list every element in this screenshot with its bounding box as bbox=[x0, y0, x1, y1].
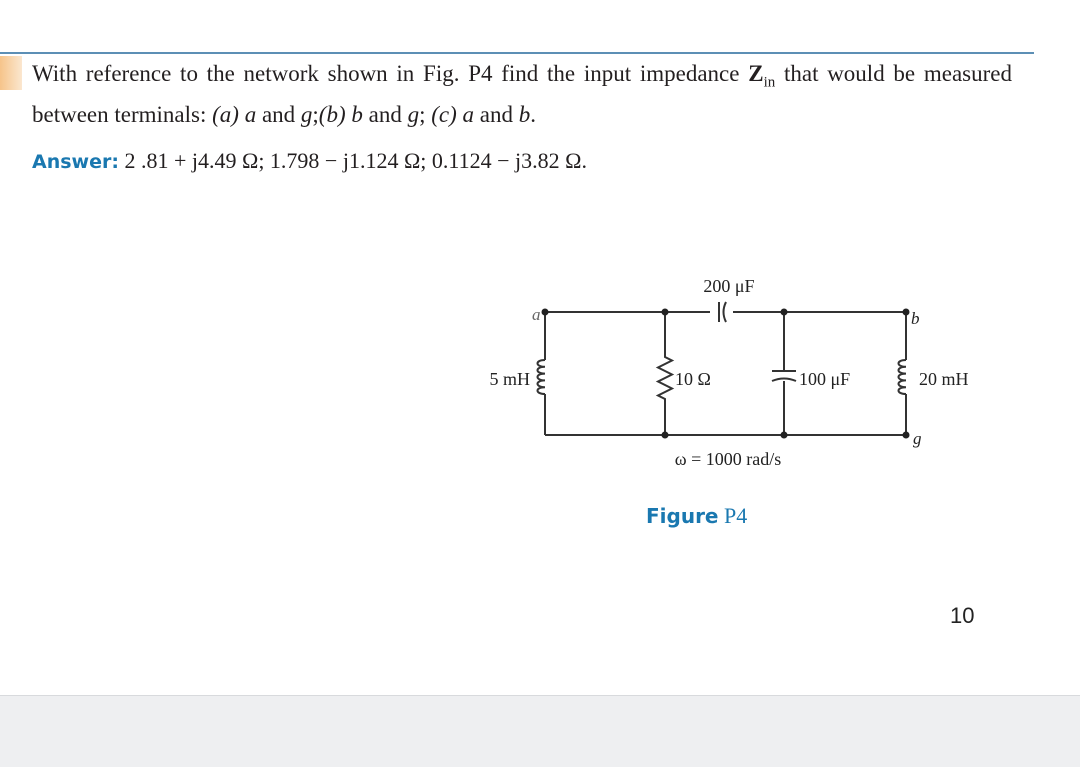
inductor-right-icon bbox=[897, 359, 907, 395]
problem-statement: With reference to the network shown in F… bbox=[32, 61, 1012, 127]
highlight-marker bbox=[0, 56, 22, 90]
terminal-g-label: g bbox=[913, 429, 922, 448]
terminal-ref: g bbox=[407, 101, 420, 127]
resistor-label: 10 Ω bbox=[675, 369, 711, 389]
answer-label: Answer: bbox=[32, 151, 119, 173]
page-number: 10 bbox=[950, 603, 975, 628]
answer-values: 2 .81 + j4.49 Ω; 1.798 − j1.124 Ω; 0.112… bbox=[118, 148, 587, 173]
figure-caption: Figure P4 bbox=[646, 503, 747, 529]
document-page: With reference to the network shown in F… bbox=[0, 52, 1034, 628]
problem-text: that would be measured between terminals… bbox=[32, 61, 1012, 127]
omega-label: ω = 1000 rad/s bbox=[675, 449, 782, 469]
terminal-ref: g bbox=[300, 101, 313, 127]
top-divider bbox=[0, 52, 1034, 54]
part-b-label: (b) bbox=[318, 101, 346, 127]
capacitor-shunt-icon bbox=[771, 370, 797, 382]
figure-number: P4 bbox=[718, 503, 748, 528]
inductor-left-label: 5 mH bbox=[490, 369, 531, 389]
terminal-b-label: b bbox=[911, 309, 920, 328]
terminal-ref: a bbox=[244, 101, 257, 127]
answer-line: Answer: 2 .81 + j4.49 Ω; 1.798 − j1.124 … bbox=[32, 148, 587, 174]
resistor-icon bbox=[655, 354, 675, 400]
cap-series-label: 200 μF bbox=[703, 276, 754, 296]
terminal-ref: b bbox=[351, 101, 363, 127]
cap-shunt-label: 100 μF bbox=[799, 369, 850, 389]
zin-symbol: Zin bbox=[748, 61, 776, 91]
figure-label: Figure bbox=[646, 504, 719, 528]
terminal-a-label: a bbox=[532, 305, 541, 324]
part-c-label: (c) bbox=[431, 101, 457, 127]
circuit-diagram: 200 μF a b 5 mH 10 Ω 100 μF 20 mH g ω = … bbox=[490, 276, 969, 469]
problem-text: With reference to the network shown in F… bbox=[32, 61, 749, 86]
terminal-ref: a bbox=[462, 101, 475, 127]
circuit-wires bbox=[544, 311, 907, 436]
viewer-background bbox=[0, 695, 1080, 767]
part-a-label: (a) bbox=[212, 101, 239, 127]
terminal-ref: b bbox=[518, 101, 531, 127]
capacitor-series-icon bbox=[718, 301, 727, 323]
inductor-left-icon bbox=[536, 359, 546, 395]
inductor-right-label: 20 mH bbox=[919, 369, 969, 389]
circuit-nodes bbox=[541, 308, 910, 439]
